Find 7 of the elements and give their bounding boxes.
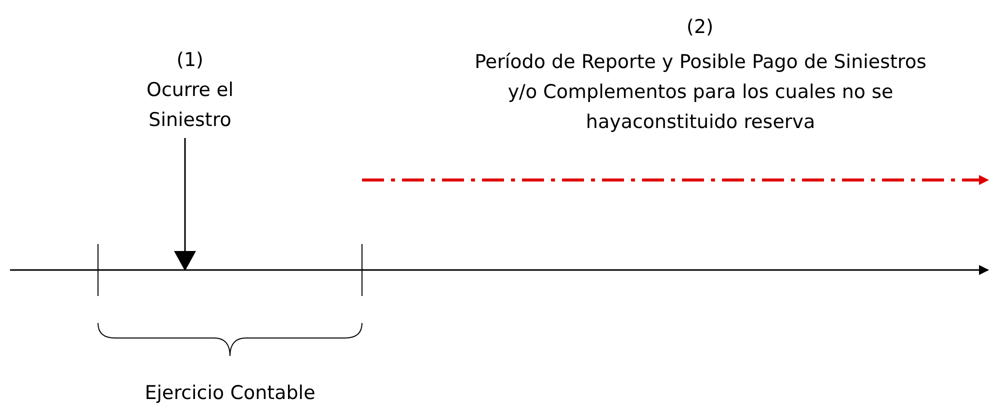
timeline-axis: [10, 244, 990, 296]
callout-number: (1): [176, 48, 204, 73]
period-label: Ejercicio Contable: [144, 381, 316, 406]
arrow: [174, 138, 196, 271]
event-text: Ocurre el Siniestro: [145, 78, 234, 133]
period-description: Período de Reporte y Posible Pago de Siniestros y/o Complementos para los cuales no se hayaconstituido reserva: [474, 50, 928, 135]
callout-number: (2): [686, 15, 714, 40]
